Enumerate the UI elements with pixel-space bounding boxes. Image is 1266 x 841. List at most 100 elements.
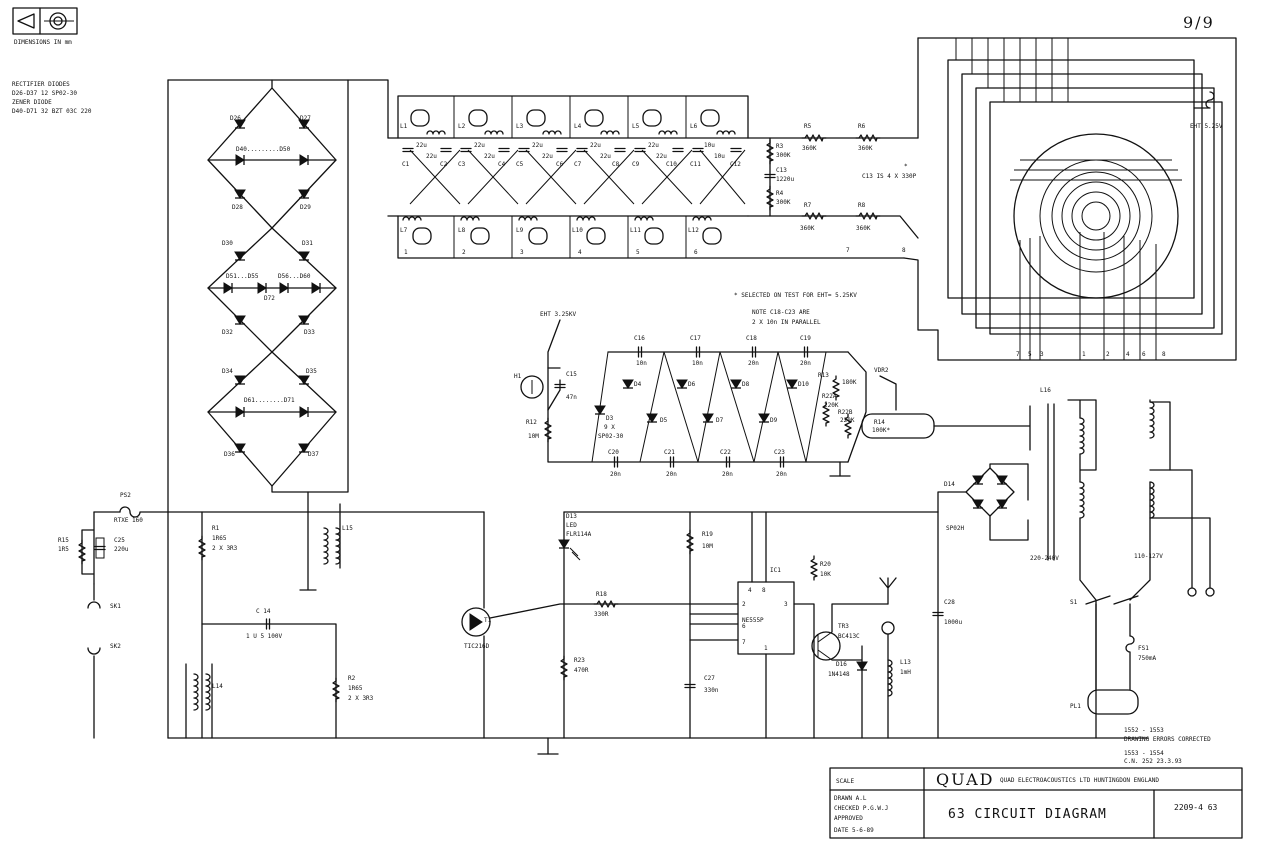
zener-d50 bbox=[299, 154, 309, 166]
label-l13: L13 bbox=[900, 659, 911, 666]
value-r14: 100K* bbox=[872, 427, 890, 434]
panel-pin-7: 7 bbox=[1016, 351, 1020, 358]
label-r15: R15 bbox=[58, 537, 69, 544]
zener-d71 bbox=[299, 406, 309, 418]
label-c25: C25 bbox=[114, 537, 125, 544]
label-d3-count: 9 X bbox=[604, 424, 615, 431]
panel-pin-3: 3 bbox=[1040, 351, 1044, 358]
label-d32: D32 bbox=[222, 329, 233, 336]
label-c1: C1 bbox=[402, 161, 410, 168]
label-d72: D72 bbox=[264, 295, 275, 302]
label-c3: C3 bbox=[458, 161, 466, 168]
value-r19: 10M bbox=[702, 543, 713, 550]
value-c27: 330n bbox=[704, 687, 719, 694]
value-c7: 22u bbox=[590, 142, 601, 149]
panel-pin-2: 2 bbox=[1106, 351, 1110, 358]
label-d35: D35 bbox=[306, 368, 317, 375]
label-c15: C15 bbox=[566, 371, 577, 378]
label-r7: R7 bbox=[804, 202, 812, 209]
diode-d3 bbox=[594, 405, 606, 415]
value-d16: 1N4148 bbox=[828, 671, 850, 678]
note-line: ZENER DIODE bbox=[12, 99, 52, 106]
drawing-number: 2209-4 63 bbox=[1174, 803, 1218, 812]
value-c5: 22u bbox=[532, 142, 543, 149]
note-line: D26-D37 12 SP02-30 bbox=[12, 90, 77, 97]
label-r13: R13 bbox=[818, 372, 829, 379]
label-d36: D36 bbox=[224, 451, 235, 458]
value-r22b: 220K bbox=[840, 417, 855, 424]
label-r5: R5 bbox=[804, 123, 812, 130]
zener-d55 bbox=[257, 282, 267, 294]
value-r12: 10M bbox=[528, 433, 539, 440]
label-l10: L10 bbox=[572, 227, 583, 234]
label-d10: D10 bbox=[798, 381, 809, 388]
label-d14: D14 bbox=[944, 481, 955, 488]
label-d33: D33 bbox=[304, 329, 315, 336]
lc-ladder-network: L1 L2 L3 L4 L5 L6 L7 L8 L9 L10 L11 L12 C… bbox=[387, 95, 919, 259]
terminal-8: 8 bbox=[902, 247, 906, 254]
type-d13: FLR114A bbox=[566, 531, 592, 538]
label-c27: C27 bbox=[704, 675, 715, 682]
diode-d30 bbox=[234, 251, 246, 261]
value-c4: 22u bbox=[484, 153, 495, 160]
label-l2: L2 bbox=[458, 123, 466, 130]
label-d13: D13 bbox=[566, 513, 577, 520]
label-c19: C19 bbox=[800, 335, 811, 342]
panel-pin-4: 4 bbox=[1126, 351, 1130, 358]
revision-line: 1552 - 1553 bbox=[1124, 727, 1164, 734]
label-l1: L1 bbox=[400, 123, 408, 130]
label-c12: C12 bbox=[730, 161, 741, 168]
label-l3: L3 bbox=[516, 123, 524, 130]
label-d61-d71: D61........D71 bbox=[244, 397, 295, 404]
terminal-1: 1 bbox=[404, 249, 408, 256]
label-vdr2: VDR2 bbox=[874, 367, 889, 374]
value-c17: 10n bbox=[692, 360, 703, 367]
electrostatic-panel-assembly: EHT 5.25V 7 5 3 1 2 4 6 8 bbox=[903, 37, 1237, 361]
label-r4: R4 bbox=[776, 190, 784, 197]
led-d13 bbox=[558, 539, 570, 549]
value-r2: 1R65 bbox=[348, 685, 363, 692]
label-c8: C8 bbox=[612, 161, 620, 168]
note-parallel: 2 X 10n IN PARALLEL bbox=[752, 319, 821, 326]
label-d8: D8 bbox=[742, 381, 750, 388]
cross-links bbox=[409, 149, 746, 205]
value-c11: 10u bbox=[704, 142, 715, 149]
input-section: PS2 RTXE 160 R15 1R5 C25 220u SK1 SK2 R1… bbox=[58, 491, 739, 739]
label-c18: C18 bbox=[746, 335, 757, 342]
terminal-5: 5 bbox=[636, 249, 640, 256]
value-c12: 10u bbox=[714, 153, 725, 160]
panel-pin-5: 5 bbox=[1028, 351, 1032, 358]
label-r1: R1 bbox=[212, 525, 220, 532]
label-c14: C 14 bbox=[256, 608, 271, 615]
projection-symbol bbox=[12, 7, 78, 35]
ic-pin-7: 7 bbox=[742, 639, 746, 646]
value-r7: 360K bbox=[800, 225, 815, 232]
label-c13: C13 bbox=[776, 167, 787, 174]
panel-pin-6: 6 bbox=[1142, 351, 1146, 358]
label-d40-d50: D40.........D50 bbox=[236, 146, 291, 153]
diode-d34 bbox=[234, 375, 246, 385]
value-r8: 360K bbox=[856, 225, 871, 232]
company-logo: QUAD bbox=[936, 770, 995, 789]
selected-on-test-note: * SELECTED ON TEST FOR EHT= 5.25KV bbox=[734, 292, 857, 299]
label-c23: C23 bbox=[774, 449, 785, 456]
terminal-4: 4 bbox=[578, 249, 582, 256]
label-c16: C16 bbox=[634, 335, 645, 342]
label-c9: C9 bbox=[632, 161, 640, 168]
ic-pin-8: 8 bbox=[762, 587, 766, 594]
value-r3: 300K bbox=[776, 152, 791, 159]
label-l15: L15 bbox=[342, 525, 353, 532]
value-c2: 22u bbox=[426, 153, 437, 160]
label-c4: C4 bbox=[498, 161, 506, 168]
revision-line: 1553 - 1554 bbox=[1124, 750, 1164, 757]
note-line: RECTIFIER DIODES bbox=[12, 81, 70, 88]
label-c2: C2 bbox=[440, 161, 448, 168]
ic-pin-4: 4 bbox=[748, 587, 752, 594]
label-d51-d55: D51...D55 bbox=[226, 273, 259, 280]
ic-pin-1: 1 bbox=[764, 645, 768, 652]
label-r18: R18 bbox=[596, 591, 607, 598]
value-c10: 22u bbox=[656, 153, 667, 160]
label-c20: C20 bbox=[608, 449, 619, 456]
label-d3: D3 bbox=[606, 415, 614, 422]
